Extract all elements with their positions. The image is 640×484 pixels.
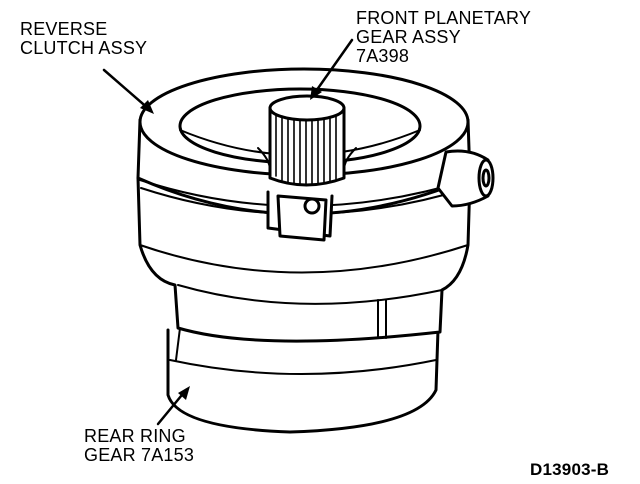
housing-body-drawing — [136, 176, 472, 343]
front-planetary-label-line-1: FRONT PLANETARY — [356, 8, 532, 28]
front-planetary-label-line-2: GEAR ASSY — [356, 27, 461, 47]
front-planetary-shaft-drawing — [257, 94, 357, 187]
front-planetary-label: FRONT PLANETARY GEAR ASSY 7A398 — [356, 9, 531, 66]
rear-ring-gear-drawing — [166, 327, 440, 434]
leader-line-rear-ring-gear — [156, 386, 190, 426]
reverse-clutch-label: REVERSE CLUTCH ASSY — [20, 20, 147, 58]
housing-clip-drawing — [266, 190, 334, 242]
rear-ring-gear-label: REAR RING GEAR 7A153 — [84, 427, 194, 465]
rear-ring-gear-label-line-1: REAR RING — [84, 426, 186, 446]
leader-line-reverse-clutch — [102, 68, 154, 114]
figure-id-label: D13903-B — [530, 460, 610, 479]
reverse-clutch-label-line-2: CLUTCH ASSY — [20, 38, 148, 58]
front-planetary-label-line-3: 7A398 — [356, 46, 410, 66]
reverse-clutch-label-line-1: REVERSE — [20, 19, 108, 39]
leader-line-front-planetary — [310, 38, 354, 100]
side-port-fitting-drawing — [436, 149, 495, 208]
rear-ring-gear-label-line-2: GEAR 7A153 — [84, 445, 195, 465]
